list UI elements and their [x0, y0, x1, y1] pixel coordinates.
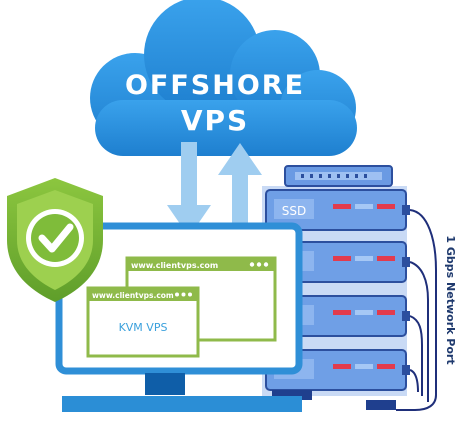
network-port-label: 1 Gbps Network Port	[444, 235, 455, 364]
url-bar-text: www.clientvps.com	[92, 291, 174, 300]
kvm-vps-label: KVM VPS	[119, 321, 168, 334]
cloud-title-line2: VPS	[181, 104, 249, 137]
url-bar-text: www.clientvps.com	[131, 261, 218, 270]
cloud-title-line1: OFFSHORE	[125, 70, 305, 101]
network-cables	[396, 209, 437, 411]
browser-window-front: www.clientvps.com KVM VPS	[86, 286, 200, 358]
arrow-down-icon	[167, 142, 211, 237]
ssd-label: SSD	[282, 204, 306, 218]
shield-check-icon	[7, 178, 103, 302]
cloud: OFFSHORE VPS	[90, 0, 357, 156]
arrow-up-icon	[218, 143, 262, 230]
